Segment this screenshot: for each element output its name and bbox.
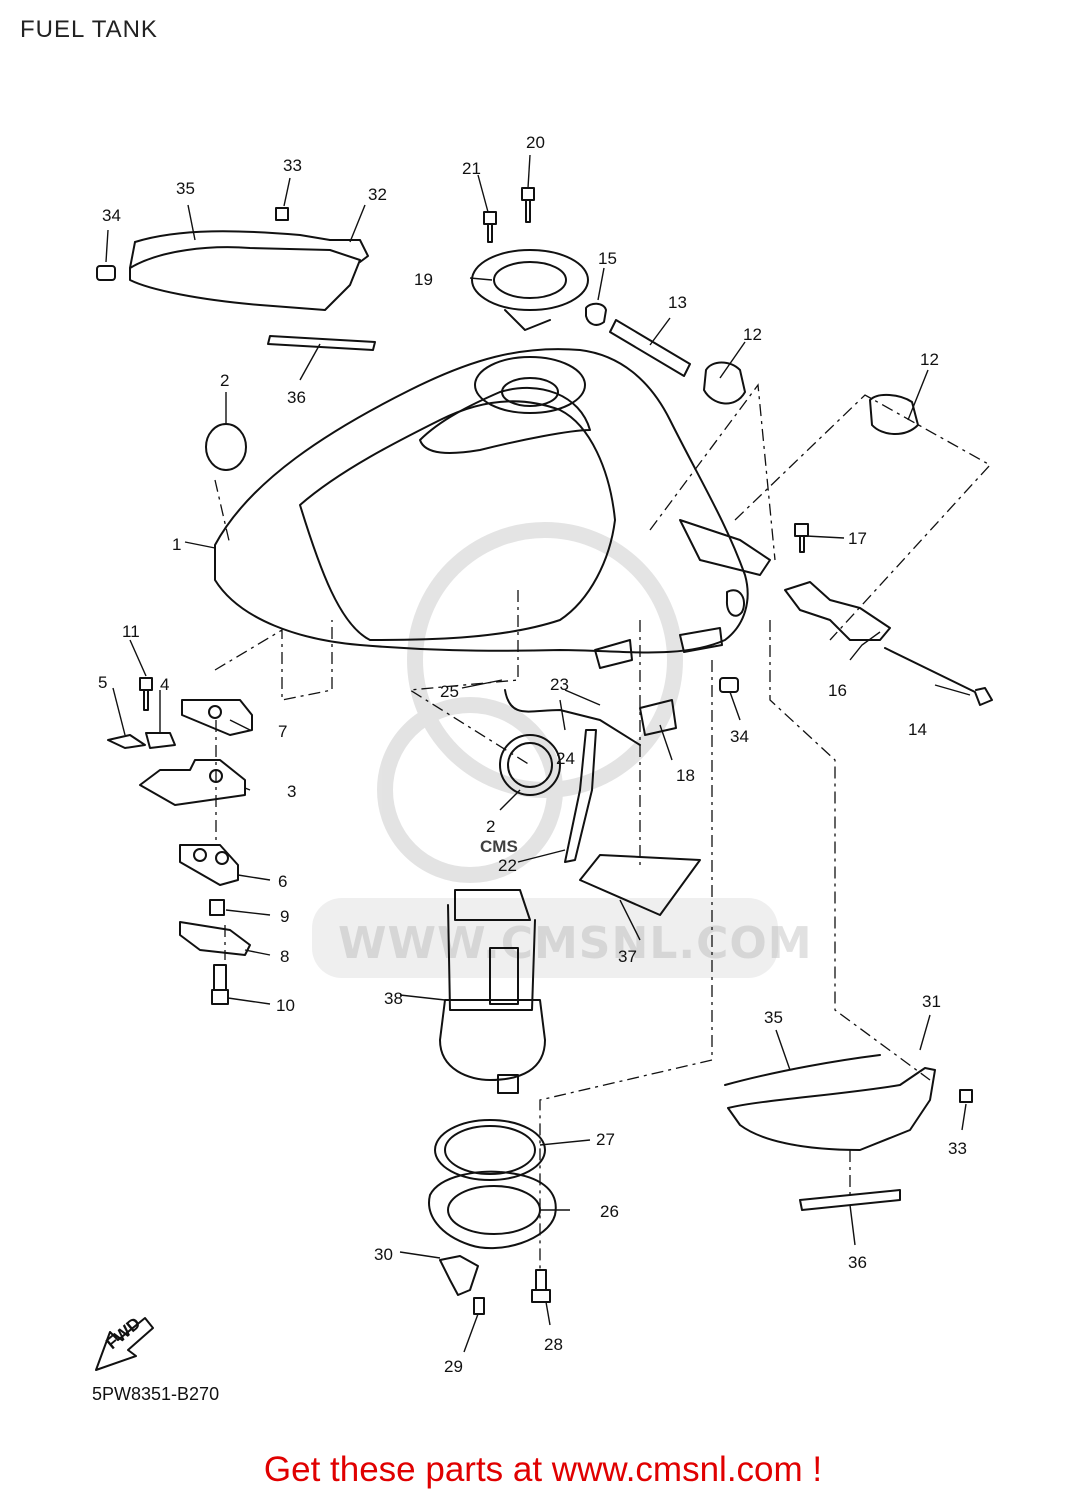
callout-6: 6 [278, 872, 287, 891]
callout-24: 24 [556, 749, 575, 768]
bolt-20 [521, 187, 535, 223]
grommet-34-top [96, 265, 116, 281]
cap-2-upper [205, 423, 247, 471]
callout-32: 32 [368, 185, 387, 204]
watermark-url: WWW.CMSNL.COM [338, 918, 813, 969]
trim-strip-right [724, 1054, 881, 1086]
callout-35: 35 [176, 179, 195, 198]
callout-13: 13 [668, 293, 687, 312]
callout-35-2: 35 [764, 1008, 783, 1027]
callout-14: 14 [908, 720, 927, 739]
bracket-3 [139, 759, 246, 806]
bolt-33-right [959, 1089, 973, 1103]
bolt-29 [473, 1297, 485, 1315]
collar-9 [209, 899, 225, 916]
damper-12-left [703, 361, 746, 405]
damper-15 [585, 302, 607, 326]
gasket-27 [434, 1119, 546, 1181]
plate-8 [179, 921, 251, 956]
clip-30 [439, 1255, 479, 1296]
callout-34: 34 [102, 206, 121, 225]
fuel-cap [471, 249, 589, 311]
bolt-28 [531, 1269, 551, 1303]
hose-24 [504, 689, 641, 746]
callout-31: 31 [922, 992, 941, 1011]
callout-26: 26 [600, 1202, 619, 1221]
trim-strip-left [134, 230, 331, 243]
diagram-code: 5PW8351-B270 [92, 1384, 220, 1404]
bolt-17 [794, 523, 809, 553]
damper-12-right [869, 394, 919, 435]
callout-18: 18 [676, 766, 695, 785]
clip-4 [145, 732, 176, 749]
cap-2-lower [499, 734, 561, 796]
bolt-14 [884, 647, 993, 706]
side-cover-left [129, 246, 361, 311]
callout-37: 37 [618, 947, 637, 966]
hose-13 [609, 319, 691, 377]
fuel-pump [439, 999, 546, 1081]
fwd-arrow-icon [95, 1317, 154, 1371]
side-cover-right [727, 1067, 936, 1151]
bolt-33-left [275, 207, 289, 221]
callout-38: 38 [384, 989, 403, 1008]
callout-7: 7 [278, 722, 287, 741]
hose-22 [564, 729, 597, 863]
callout-27: 27 [596, 1130, 615, 1149]
callout-33-2: 33 [948, 1139, 967, 1158]
callout-36: 36 [287, 388, 306, 407]
callout-21: 21 [462, 159, 481, 178]
callout-22: 22 [498, 856, 517, 875]
part-18 [639, 699, 677, 736]
callout-15: 15 [598, 249, 617, 268]
callout-11: 11 [122, 622, 140, 641]
callout-3: 3 [287, 782, 296, 801]
fuel-tank-inner-recess [299, 400, 616, 641]
callout-23: 23 [550, 675, 569, 694]
callout-19: 19 [414, 270, 433, 289]
callout-12-2: 12 [920, 350, 939, 369]
tank-rear-bracket [679, 519, 771, 576]
flange-26 [428, 1170, 557, 1250]
bolt-10 [211, 964, 229, 1005]
clip-5 [107, 734, 146, 749]
bolt-11 [139, 677, 153, 711]
fuel-tank-top-panel [419, 387, 591, 454]
callout-16: 16 [828, 681, 847, 700]
callout-2-2: 2 [486, 817, 495, 836]
label-37 [579, 854, 701, 916]
strip-36-bottom [799, 1189, 901, 1211]
callout-28: 28 [544, 1335, 563, 1354]
bolt-21 [483, 211, 497, 243]
callout-9: 9 [280, 907, 289, 926]
callout-5: 5 [98, 673, 107, 692]
page-title: FUEL TANK [20, 16, 158, 43]
callout-10: 10 [276, 996, 295, 1015]
callout-8: 8 [280, 947, 289, 966]
callout-36-2: 36 [848, 1253, 867, 1272]
callout-labels: 1223456789101112121314151617181920212223… [98, 133, 967, 1376]
strip-36-top [267, 335, 376, 351]
get-parts-link[interactable]: Get these parts at www.cmsnl.com ! [263, 1450, 823, 1489]
callout-1: 1 [172, 535, 181, 554]
callout-33: 33 [283, 156, 302, 175]
fwd-label: FWD [102, 1314, 144, 1353]
filler-neck [474, 356, 586, 414]
fuel-tank-body [214, 348, 749, 654]
plate-7 [181, 699, 253, 736]
callout-34-2: 34 [730, 727, 749, 746]
callout-29: 29 [444, 1357, 463, 1376]
callout-12: 12 [743, 325, 762, 344]
callout-25: 25 [440, 682, 459, 701]
callout-20: 20 [526, 133, 545, 152]
callout-2: 2 [220, 371, 229, 390]
grommet-34-right [719, 677, 739, 693]
callout-4: 4 [160, 675, 169, 694]
watermark-logo-text: CMS [480, 837, 518, 856]
callout-17: 17 [848, 529, 867, 548]
damper-6 [179, 844, 239, 886]
bracket-16 [784, 581, 891, 641]
callout-30: 30 [374, 1245, 393, 1264]
